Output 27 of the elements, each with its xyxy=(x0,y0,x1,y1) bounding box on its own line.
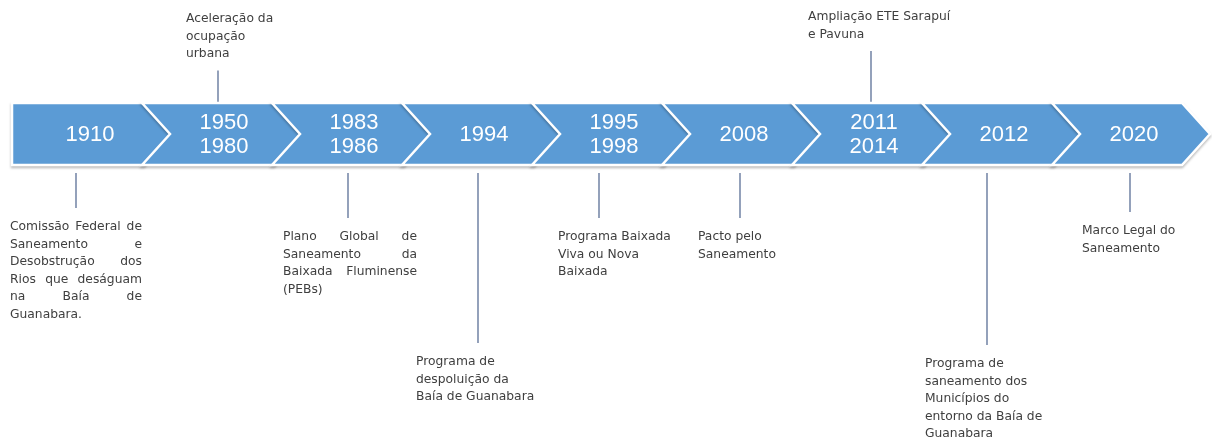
timeline-event-text: Pacto pelo Saneamento xyxy=(698,228,777,263)
year-label: 2011 2014 xyxy=(848,110,900,158)
timeline-event-text: Comissão Federal de Saneamento e Desobstrução dos Rios que deságuam na Baía de Guanabara. xyxy=(10,218,142,323)
timeline-event-text: Programa de saneamento dos Municípios do entorno da Baía de Guanabara xyxy=(925,355,1044,442)
leader-line xyxy=(598,172,600,219)
year-label: 1910 xyxy=(64,122,116,146)
leader-line xyxy=(870,50,872,104)
leader-line xyxy=(217,69,219,104)
year-label: 1950 1980 xyxy=(198,110,250,158)
timeline-event-text: Aceleração da ocupação urbana xyxy=(186,10,275,62)
year-label: 2012 xyxy=(978,122,1030,146)
leader-line xyxy=(986,172,988,346)
timeline-event-text: Marco Legal do Saneamento xyxy=(1082,222,1177,257)
timeline-event-text: Programa de despoluição da Baía de Guanabara xyxy=(416,353,536,405)
year-label: 2008 xyxy=(718,122,770,146)
leader-line xyxy=(477,172,479,344)
leader-line xyxy=(1129,172,1131,213)
leader-line xyxy=(347,172,349,219)
leader-line xyxy=(75,172,77,209)
leader-line xyxy=(739,172,741,219)
year-label: 1994 xyxy=(458,122,510,146)
year-label: 1983 1986 xyxy=(328,110,380,158)
timeline-event-text: Ampliação ETE Sarapuí e Pavuna xyxy=(808,8,952,43)
timeline-event-text: Plano Global de Saneamento da Baixada Fluminense (PEBs) xyxy=(283,228,417,298)
year-label: 2020 xyxy=(1108,122,1160,146)
timeline-event-text: Programa Baixada Viva ou Nova Baixada xyxy=(558,228,672,280)
year-label: 1995 1998 xyxy=(588,110,640,158)
